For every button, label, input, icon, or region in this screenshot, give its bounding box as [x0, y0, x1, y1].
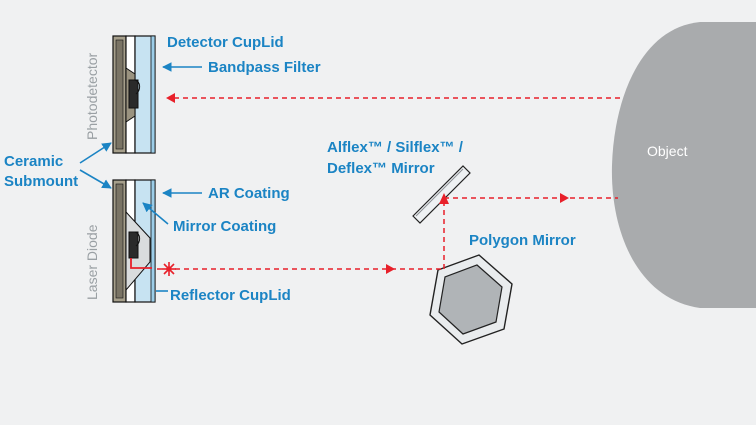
object-label: Object — [647, 143, 688, 159]
photodetector-label: Photodetector — [84, 52, 100, 140]
photodetector-package — [112, 35, 156, 154]
ceramic-submount-label-line2: Submount — [4, 173, 78, 190]
reflector-cuplid-label: Reflector CupLid — [170, 287, 291, 304]
polygon-mirror — [429, 254, 513, 345]
object-shape — [611, 22, 756, 308]
bandpass-filter-label: Bandpass Filter — [208, 59, 321, 76]
ceramic-submount-label-line1: Ceramic — [4, 153, 63, 170]
laser-diode-label: Laser Diode — [84, 224, 100, 300]
laser-emission-dot — [166, 266, 172, 272]
ceramic-pointer-bottom — [79, 169, 112, 189]
detector-cuplid-label: Detector CupLid — [167, 34, 284, 51]
laser-beam-path — [157, 97, 620, 270]
ceramic-pointer-top — [79, 142, 112, 164]
mirror-coating-label: Mirror Coating — [173, 218, 276, 235]
ar-coating-label: AR Coating — [208, 185, 290, 202]
polygon-mirror-label: Polygon Mirror — [469, 232, 576, 249]
alflex-mirror — [412, 165, 471, 224]
alflex-mirror-label-line2: Deflex™ Mirror — [327, 160, 435, 177]
laser-diode-package — [112, 179, 156, 303]
mirror-coating-pointer — [142, 202, 169, 225]
beam-arrowheads — [166, 93, 569, 274]
alflex-mirror-label-line1: Alflex™ / Silflex™ / — [327, 139, 464, 156]
